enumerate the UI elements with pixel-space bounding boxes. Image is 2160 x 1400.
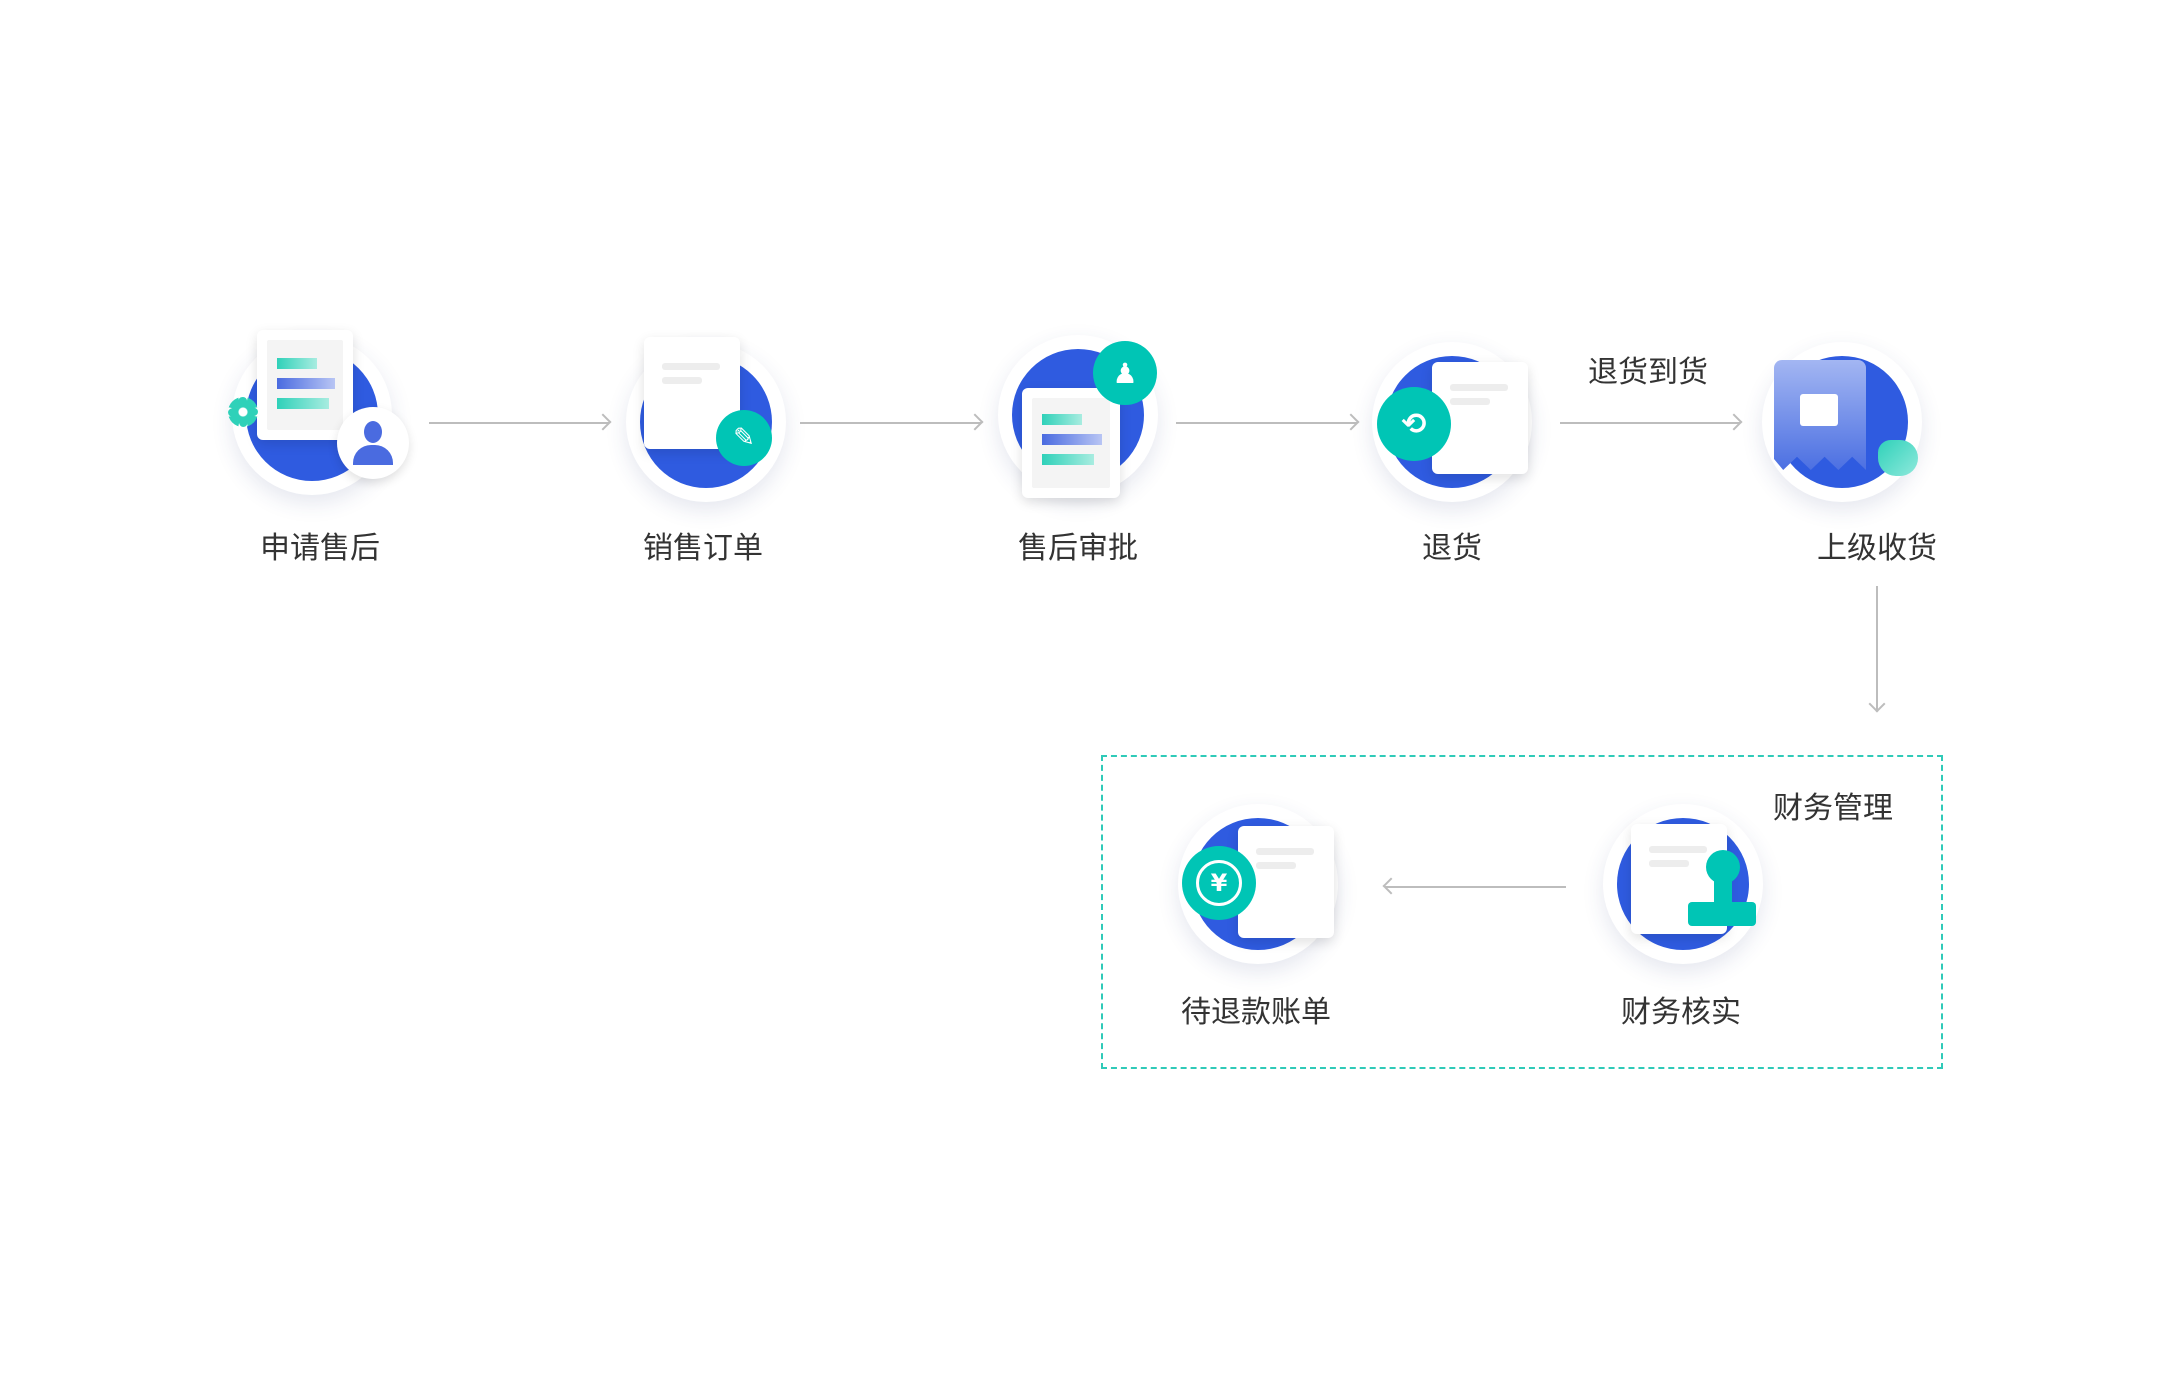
group-title: 财务管理 [1773,791,1893,826]
flow-arrow [1176,422,1357,424]
step-label: 销售订单 [643,531,763,566]
flow-arrow [1560,422,1740,424]
flow-arrow [429,422,609,424]
step-label: 上级收货 [1817,531,1937,566]
flow-arrow [800,422,981,424]
step-label: 退货 [1422,531,1482,566]
user-icon [337,407,409,479]
document-icon [1022,388,1120,498]
flow-arrow-down [1876,586,1878,710]
step-label: 售后审批 [1018,531,1138,566]
stamp-verify-icon [1688,850,1756,930]
hand-pointer-icon [1878,440,1918,476]
pencil-edit-icon: ✎ [716,410,772,466]
step-label: 申请售后 [260,531,380,566]
step-label: 财务核实 [1621,995,1741,1030]
finance-management-group [1101,755,1943,1069]
package-receipt-icon [1774,360,1866,470]
return-bag-icon: ⟲ [1377,387,1451,461]
step-label: 待退款账单 [1181,995,1331,1030]
stamp-icon: ♟ [1093,341,1157,405]
refund-yen-icon: ¥ [1182,846,1256,920]
gear-icon [228,397,258,427]
edge-label-return-arrival: 退货到货 [1588,355,1708,390]
document-icon [257,330,353,440]
flow-arrow-left [1385,886,1566,888]
